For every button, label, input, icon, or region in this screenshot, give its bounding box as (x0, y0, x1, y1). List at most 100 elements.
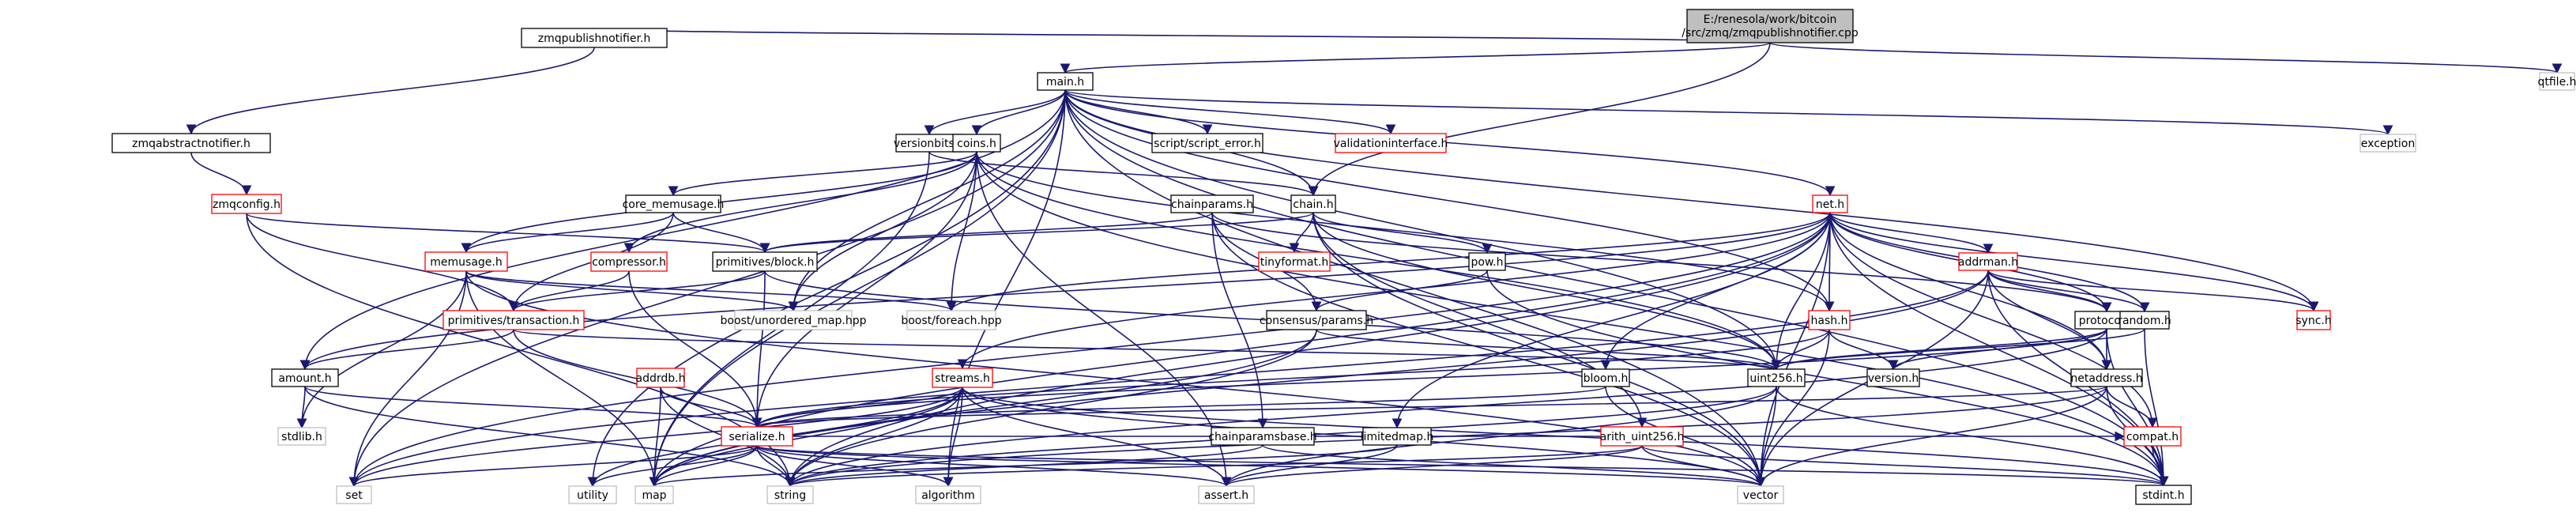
node-validation-box (1335, 133, 1447, 153)
node-coins-box (952, 134, 1001, 153)
node-coins[interactable]: coins.h (952, 134, 1001, 153)
node-main[interactable]: main.h (1037, 72, 1094, 91)
node-addrman-label: addrman.h (1958, 256, 2018, 269)
edge-serialize-to-algorithm (756, 445, 954, 488)
edge-coins-to-memusage (461, 151, 977, 254)
edge-root-to-zmqpub (590, 27, 1771, 43)
edge-serialize-to-assert (756, 445, 1232, 488)
node-corememusage[interactable]: core_memusage.h (623, 194, 725, 213)
node-version-label: version.h (1868, 372, 1919, 385)
edge-streams-to-serialize (751, 387, 963, 428)
edge-net-to-limitedmap (1392, 212, 1831, 429)
edge-consparams-to-uint256 (1316, 329, 1782, 371)
edge-serialize-to-utility (587, 445, 758, 488)
node-map-label: map (642, 489, 666, 502)
node-primblock-label: primitives/block.h (716, 256, 815, 269)
edge-chain-to-uint256 (1312, 212, 1782, 371)
nodes: E:/renesola/work/bitcoin/src/zmq/zmqpubl… (111, 9, 2576, 505)
node-streams-box (932, 368, 993, 388)
node-stdlib-box (277, 427, 326, 446)
node-addrman[interactable]: addrman.h (1958, 252, 2018, 271)
node-tinyformat[interactable]: tinyformat.h (1258, 251, 1331, 272)
node-addrdb-label: addrdb.h (636, 372, 686, 385)
edge-net-to-foreach (946, 212, 1831, 312)
node-stdint[interactable]: stdint.h (2135, 485, 2192, 505)
node-qtfile: qtfile.h (2537, 72, 2576, 91)
node-assert: assert.h (1198, 485, 1255, 504)
edge-main-to-algorithm (943, 89, 1066, 488)
node-arith[interactable]: arith_uint256.h (1600, 426, 1685, 447)
node-amount[interactable]: amount.h (271, 368, 339, 387)
node-limitedmap[interactable]: limitedmap.h (1361, 427, 1434, 446)
edge-arith-to-assert (1221, 445, 1643, 488)
node-uint256[interactable]: uint256.h (1747, 368, 1806, 387)
node-hash[interactable]: hash.h (1808, 310, 1851, 330)
node-set-label: set (345, 489, 363, 502)
edge-memusage-to-stdlib (296, 270, 467, 429)
node-zmqpub[interactable]: zmqpublishnotifier.h (521, 28, 668, 48)
node-utility-box (568, 485, 617, 504)
edge-main-to-amount (299, 89, 1066, 371)
edge-amount-to-string (304, 386, 796, 488)
node-netaddress-box (2070, 368, 2143, 387)
node-streams[interactable]: streams.h (932, 368, 993, 388)
node-scripterror[interactable]: script/script_error.h (1151, 133, 1264, 153)
node-exception-label: exception (2361, 138, 2415, 150)
node-zmqconfig[interactable]: zmqconfig.h (211, 194, 282, 214)
node-root[interactable]: E:/renesola/work/bitcoin/src/zmq/zmqpubl… (1682, 9, 1859, 43)
edge-zmqabs-to-zmqconfig (190, 152, 252, 196)
node-chainparams-box (1170, 194, 1254, 213)
edge-amount-to-stdlib (296, 386, 307, 429)
node-pow[interactable]: pow.h (1468, 252, 1506, 271)
node-consparams-box (1266, 310, 1367, 330)
node-random[interactable]: random.h (2118, 311, 2171, 330)
node-zmqabs[interactable]: zmqabstractnotifier.h (111, 133, 271, 153)
node-serialize[interactable]: serialize.h (721, 426, 793, 447)
node-consparams[interactable]: consensus/params.h (1260, 310, 1373, 330)
node-compat-box (2123, 426, 2182, 447)
node-versionbits-label: versionbits.h (894, 138, 965, 150)
node-algorithm-box (915, 485, 981, 504)
node-set: set (336, 485, 372, 504)
node-compat[interactable]: compat.h (2123, 426, 2182, 447)
node-root-label: E:/renesola/work/bitcoin/src/zmq/zmqpubl… (1682, 13, 1859, 40)
edge-addrman-to-sync (1987, 270, 2319, 312)
edge-net-to-set (348, 212, 1831, 488)
node-net[interactable]: net.h (1812, 194, 1848, 213)
node-bloom[interactable]: bloom.h (1581, 368, 1630, 387)
node-validation-label: validationinterface.h (1334, 138, 1448, 150)
node-versionbits[interactable]: versionbits.h (894, 134, 965, 153)
node-utility-label: utility (577, 489, 608, 502)
edge-net-to-sync (1829, 212, 2319, 312)
node-limitedmap-label: limitedmap.h (1361, 431, 1434, 443)
node-net-box (1812, 194, 1848, 213)
node-foreach-box (906, 310, 996, 330)
node-addrdb[interactable]: addrdb.h (636, 368, 686, 388)
node-memusage[interactable]: memusage.h (424, 251, 508, 272)
node-validation[interactable]: validationinterface.h (1334, 133, 1448, 153)
node-stdint-box (2135, 485, 2192, 505)
edge-compressor-to-serialize (628, 270, 763, 428)
node-sync[interactable]: sync.h (2295, 310, 2332, 330)
edge-coins-to-compressor (623, 151, 977, 254)
edge-root-to-main (1060, 42, 1771, 74)
node-version[interactable]: version.h (1866, 368, 1920, 387)
node-serialize-box (721, 426, 793, 447)
node-chain[interactable]: chain.h (1290, 194, 1336, 213)
node-chainparamsbase[interactable]: chainparamsbase.h (1208, 427, 1317, 446)
node-primblock[interactable]: primitives/block.h (712, 251, 818, 272)
node-chainparams[interactable]: chainparams.h (1170, 194, 1254, 213)
edge-addrman-to-set (348, 270, 1989, 488)
node-netaddress[interactable]: netaddress.h (2070, 368, 2143, 387)
edge-coins-to-serialize (751, 151, 977, 428)
edge-netaddress-to-serialize (752, 386, 2107, 428)
node-primtx[interactable]: primitives/transaction.h (443, 310, 585, 330)
node-compressor[interactable]: compressor.h (590, 251, 668, 272)
node-chainparamsbase-label: chainparamsbase.h (1208, 431, 1316, 443)
node-algorithm-label: algorithm (921, 489, 975, 502)
node-memusage-box (424, 251, 508, 272)
node-unorderedmap-box (734, 310, 853, 330)
edge-corememusage-to-primblock (672, 212, 770, 254)
node-net-label: net.h (1816, 198, 1844, 211)
